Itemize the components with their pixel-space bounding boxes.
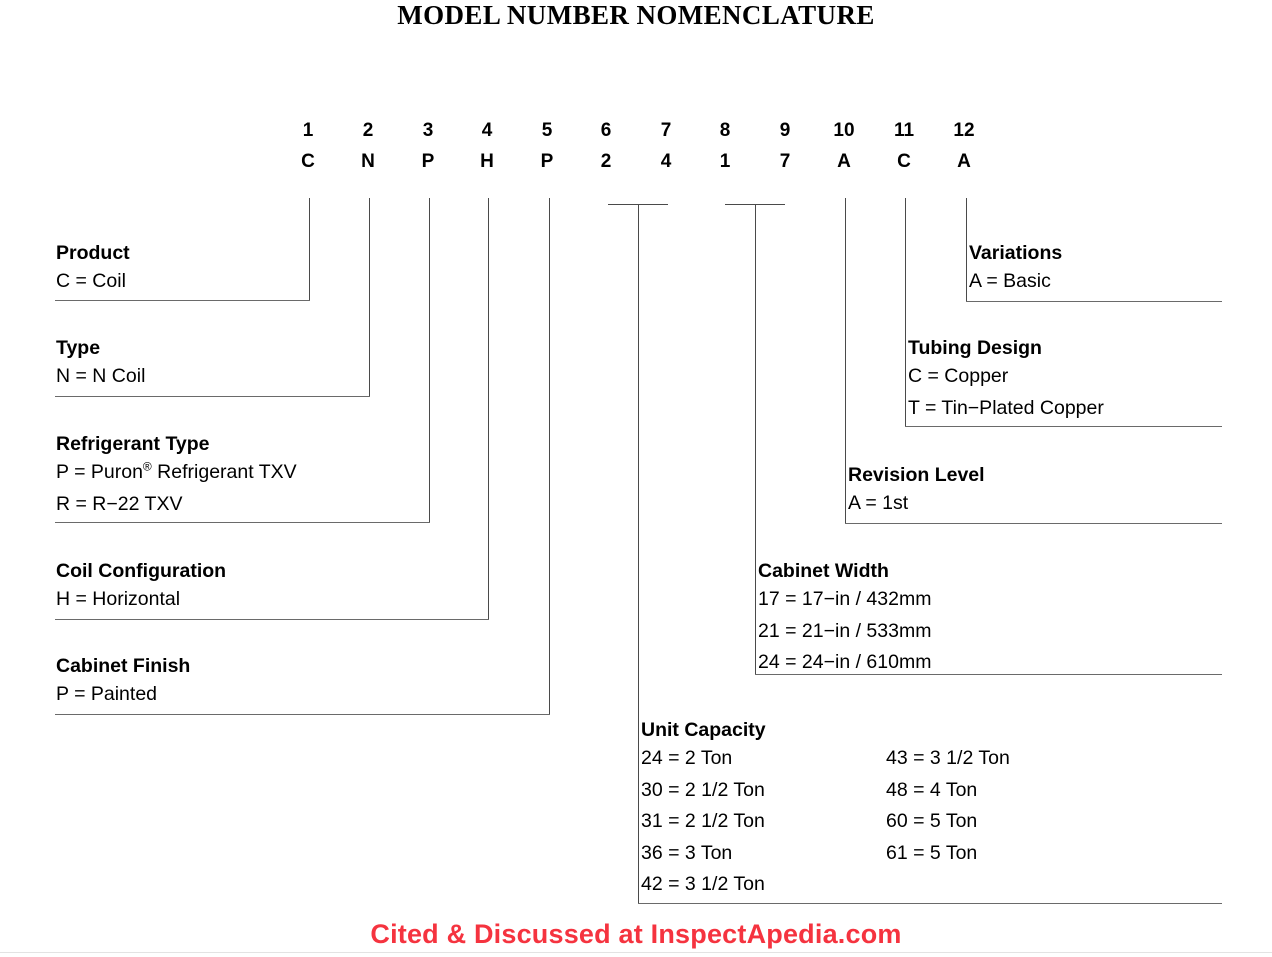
leader-rule-revision-level — [845, 523, 1222, 524]
leader-line-position-2 — [369, 198, 370, 396]
unit-capacity-right-1: 43 = 3 1/2 Ton — [886, 747, 1010, 769]
block-revision-level-title: Revision Level — [848, 464, 985, 486]
leader-rule-coil-configuration — [55, 619, 489, 620]
block-cabinet-width-line-3: 24 = 24−in / 610mm — [758, 651, 932, 673]
leader-line-position-1 — [309, 198, 310, 300]
block-unit-capacity-title: Unit Capacity — [641, 719, 766, 741]
block-revision-level: Revision Level A = 1st — [848, 462, 985, 520]
block-refrigerant-type-title: Refrigerant Type — [56, 433, 210, 455]
leader-rule-product — [55, 300, 310, 301]
unit-capacity-right-4: 61 = 5 Ton — [886, 841, 978, 864]
model-character-12: A — [957, 151, 971, 172]
position-number-5: 5 — [541, 120, 553, 141]
model-character-10: A — [837, 151, 851, 172]
model-character-7: 4 — [660, 151, 672, 172]
leader-line-position-5 — [549, 198, 550, 714]
position-number-2: 2 — [362, 120, 374, 141]
block-tubing-design-line-1: C = Copper — [908, 365, 1009, 387]
block-type: Type N = N Coil — [56, 335, 145, 393]
model-character-8: 1 — [719, 151, 731, 172]
leader-rule-refrigerant-type — [55, 522, 430, 523]
leader-rule-cabinet-width — [755, 674, 1222, 675]
position-number-6: 6 — [600, 120, 612, 141]
position-number-10: 10 — [833, 120, 855, 141]
unit-capacity-left-5: 42 = 3 1/2 Ton — [641, 873, 765, 895]
block-variations-line-1: A = Basic — [969, 270, 1051, 292]
leader-rule-type — [55, 396, 370, 397]
block-product-title: Product — [56, 242, 130, 264]
block-cabinet-width-line-1: 17 = 17−in / 432mm — [758, 588, 932, 610]
leader-line-unit-capacity — [638, 204, 639, 903]
leader-line-position-3 — [429, 198, 430, 522]
position-number-3: 3 — [422, 120, 434, 141]
block-type-line-1: N = N Coil — [56, 365, 146, 387]
block-variations-title: Variations — [969, 242, 1063, 264]
block-type-title: Type — [56, 337, 101, 359]
block-cabinet-width-line-2: 21 = 21−in / 533mm — [758, 619, 932, 642]
block-revision-level-line-1: A = 1st — [848, 492, 909, 514]
unit-capacity-left-1: 24 = 2 Ton — [641, 747, 733, 769]
model-character-2: N — [361, 151, 375, 172]
leader-line-position-10 — [845, 198, 846, 523]
block-tubing-design-title: Tubing Design — [908, 337, 1042, 359]
model-character-3: P — [421, 151, 435, 172]
leader-line-position-11 — [905, 198, 906, 426]
block-coil-configuration-line-1: H = Horizontal — [56, 588, 181, 610]
position-number-1: 1 — [302, 120, 314, 141]
model-character-9: 7 — [779, 151, 791, 172]
model-character-6: 2 — [600, 151, 612, 172]
block-coil-configuration: Coil Configuration H = Horizontal — [56, 558, 226, 616]
model-character-4: H — [480, 151, 494, 172]
leader-rule-unit-capacity — [638, 903, 1222, 904]
block-cabinet-finish-title: Cabinet Finish — [56, 655, 191, 677]
block-tubing-design-line-2: T = Tin−Plated Copper — [908, 396, 1104, 419]
leader-rule-variations — [966, 301, 1222, 302]
position-number-9: 9 — [779, 120, 791, 141]
block-unit-capacity: Unit Capacity 24 = 2 Ton 43 = 3 1/2 Ton … — [641, 717, 1010, 901]
block-cabinet-width-title: Cabinet Width — [758, 560, 889, 582]
leader-line-cabinet-width — [755, 204, 756, 674]
footer-attribution: Cited & Discussed at InspectApedia.com — [370, 919, 902, 949]
block-coil-configuration-title: Coil Configuration — [56, 560, 227, 582]
model-character-1: C — [301, 151, 315, 172]
leader-rule-cabinet-finish — [55, 714, 550, 715]
block-variations: Variations A = Basic — [969, 240, 1062, 298]
position-number-8: 8 — [719, 120, 731, 141]
position-number-12: 12 — [953, 120, 975, 141]
block-refrigerant-type-line-1: P = Puron® Refrigerant TXV — [56, 459, 297, 484]
page-title: MODEL NUMBER NOMENCLATURE — [397, 0, 875, 30]
unit-capacity-right-2: 48 = 4 Ton — [886, 778, 978, 801]
position-number-4: 4 — [481, 120, 493, 141]
model-character-5: P — [540, 151, 554, 172]
position-number-7: 7 — [660, 120, 672, 141]
unit-capacity-left-2: 30 = 2 1/2 Ton — [641, 778, 765, 801]
unit-capacity-right-3: 60 = 5 Ton — [886, 810, 978, 832]
block-cabinet-finish: Cabinet Finish P = Painted — [56, 653, 190, 711]
unit-capacity-grid: 24 = 2 Ton 43 = 3 1/2 Ton 30 = 2 1/2 Ton… — [641, 743, 1010, 901]
unit-capacity-left-4: 36 = 3 Ton — [641, 841, 733, 864]
model-character-11: C — [897, 151, 911, 172]
block-cabinet-width: Cabinet Width 17 = 17−in / 432mm 21 = 21… — [758, 558, 931, 679]
block-product: Product C = Coil — [56, 240, 130, 298]
block-cabinet-finish-line-1: P = Painted — [56, 683, 158, 705]
block-tubing-design: Tubing Design C = Copper T = Tin−Plated … — [908, 335, 1104, 424]
block-product-line-1: C = Coil — [56, 270, 126, 292]
position-number-11: 11 — [893, 120, 915, 141]
leader-line-position-4 — [488, 198, 489, 619]
unit-capacity-left-3: 31 = 2 1/2 Ton — [641, 810, 765, 832]
leader-rule-tubing-design — [905, 426, 1222, 427]
footer-divider — [0, 952, 1272, 953]
unit-capacity-right-5 — [886, 869, 1010, 901]
block-refrigerant-type-line-2: R = R−22 TXV — [56, 492, 183, 515]
block-refrigerant-type: Refrigerant Type P = Puron® Refrigerant … — [56, 431, 297, 520]
leader-line-position-12 — [966, 198, 967, 301]
